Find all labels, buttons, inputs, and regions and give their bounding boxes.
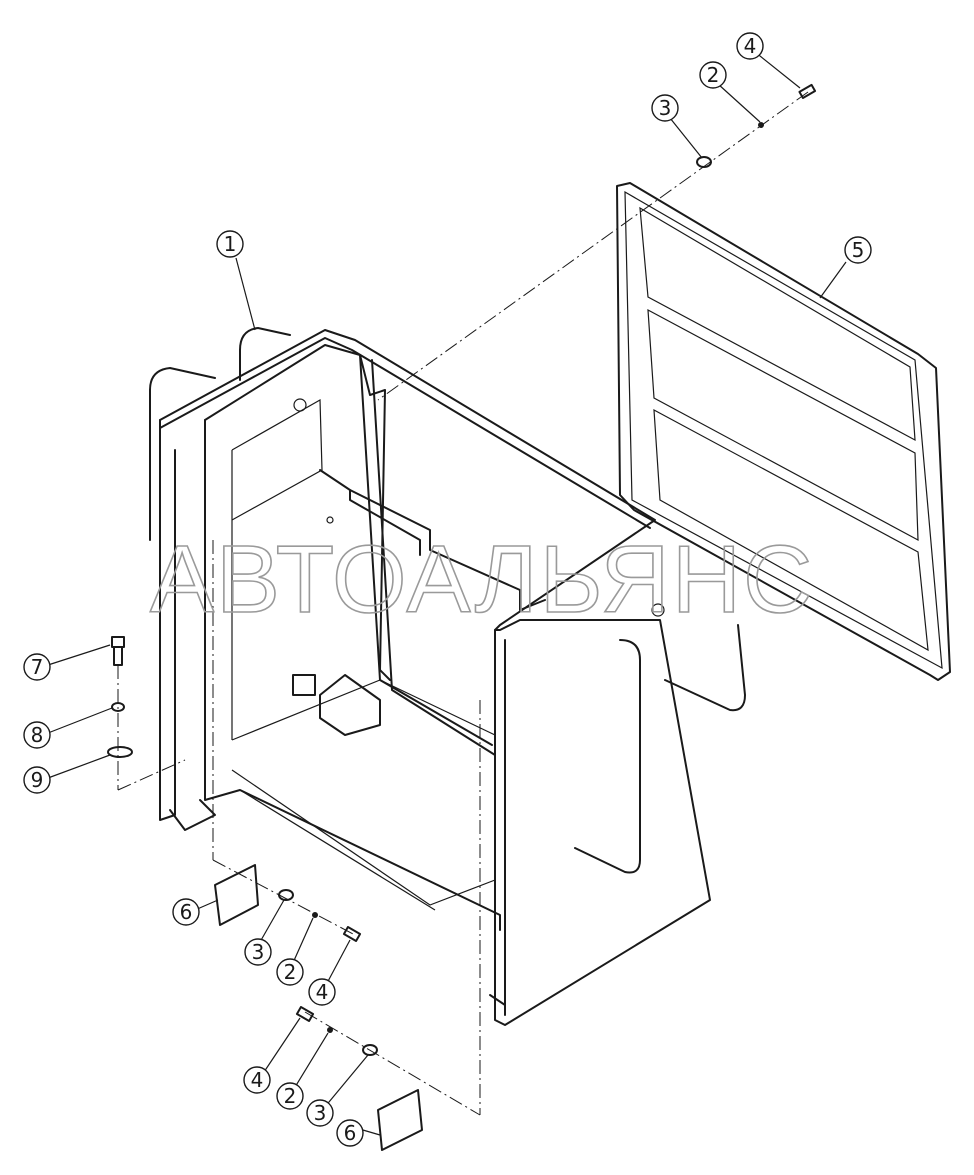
svg-text:2: 2: [284, 1084, 297, 1108]
svg-text:4: 4: [316, 980, 329, 1004]
callout-6: 6: [172, 898, 200, 926]
callout-2: 2: [699, 61, 727, 89]
watermark-text: АВТОАЛЬЯНС: [150, 526, 814, 633]
callout-2: 2: [276, 1082, 304, 1110]
svg-text:6: 6: [180, 900, 193, 924]
svg-text:3: 3: [314, 1101, 327, 1125]
svg-text:5: 5: [852, 238, 865, 262]
svg-text:9: 9: [31, 768, 44, 792]
svg-text:7: 7: [31, 655, 44, 679]
callout-8: 8: [23, 721, 51, 749]
callout-5: 5: [844, 236, 872, 264]
svg-text:4: 4: [251, 1068, 264, 1092]
callout-3: 3: [651, 94, 679, 122]
svg-text:2: 2: [707, 63, 720, 87]
svg-text:1: 1: [224, 232, 237, 256]
svg-text:2: 2: [284, 960, 297, 984]
svg-text:6: 6: [344, 1121, 357, 1145]
leader-lines: [47, 51, 847, 1136]
callout-3: 3: [244, 938, 272, 966]
callout-6: 6: [336, 1119, 364, 1147]
callout-4: 4: [243, 1066, 271, 1094]
callout-2: 2: [276, 958, 304, 986]
callout-4: 4: [308, 978, 336, 1006]
main-frame: [149, 327, 746, 1026]
svg-text:4: 4: [744, 34, 757, 58]
callout-4: 4: [736, 32, 764, 60]
callout-7: 7: [23, 653, 51, 681]
svg-text:3: 3: [659, 96, 672, 120]
callout-3: 3: [306, 1099, 334, 1127]
callout-9: 9: [23, 766, 51, 794]
svg-text:3: 3: [252, 940, 265, 964]
assembly-lines: [117, 91, 809, 1116]
svg-text:8: 8: [31, 723, 44, 747]
callout-1: 1: [216, 230, 244, 258]
